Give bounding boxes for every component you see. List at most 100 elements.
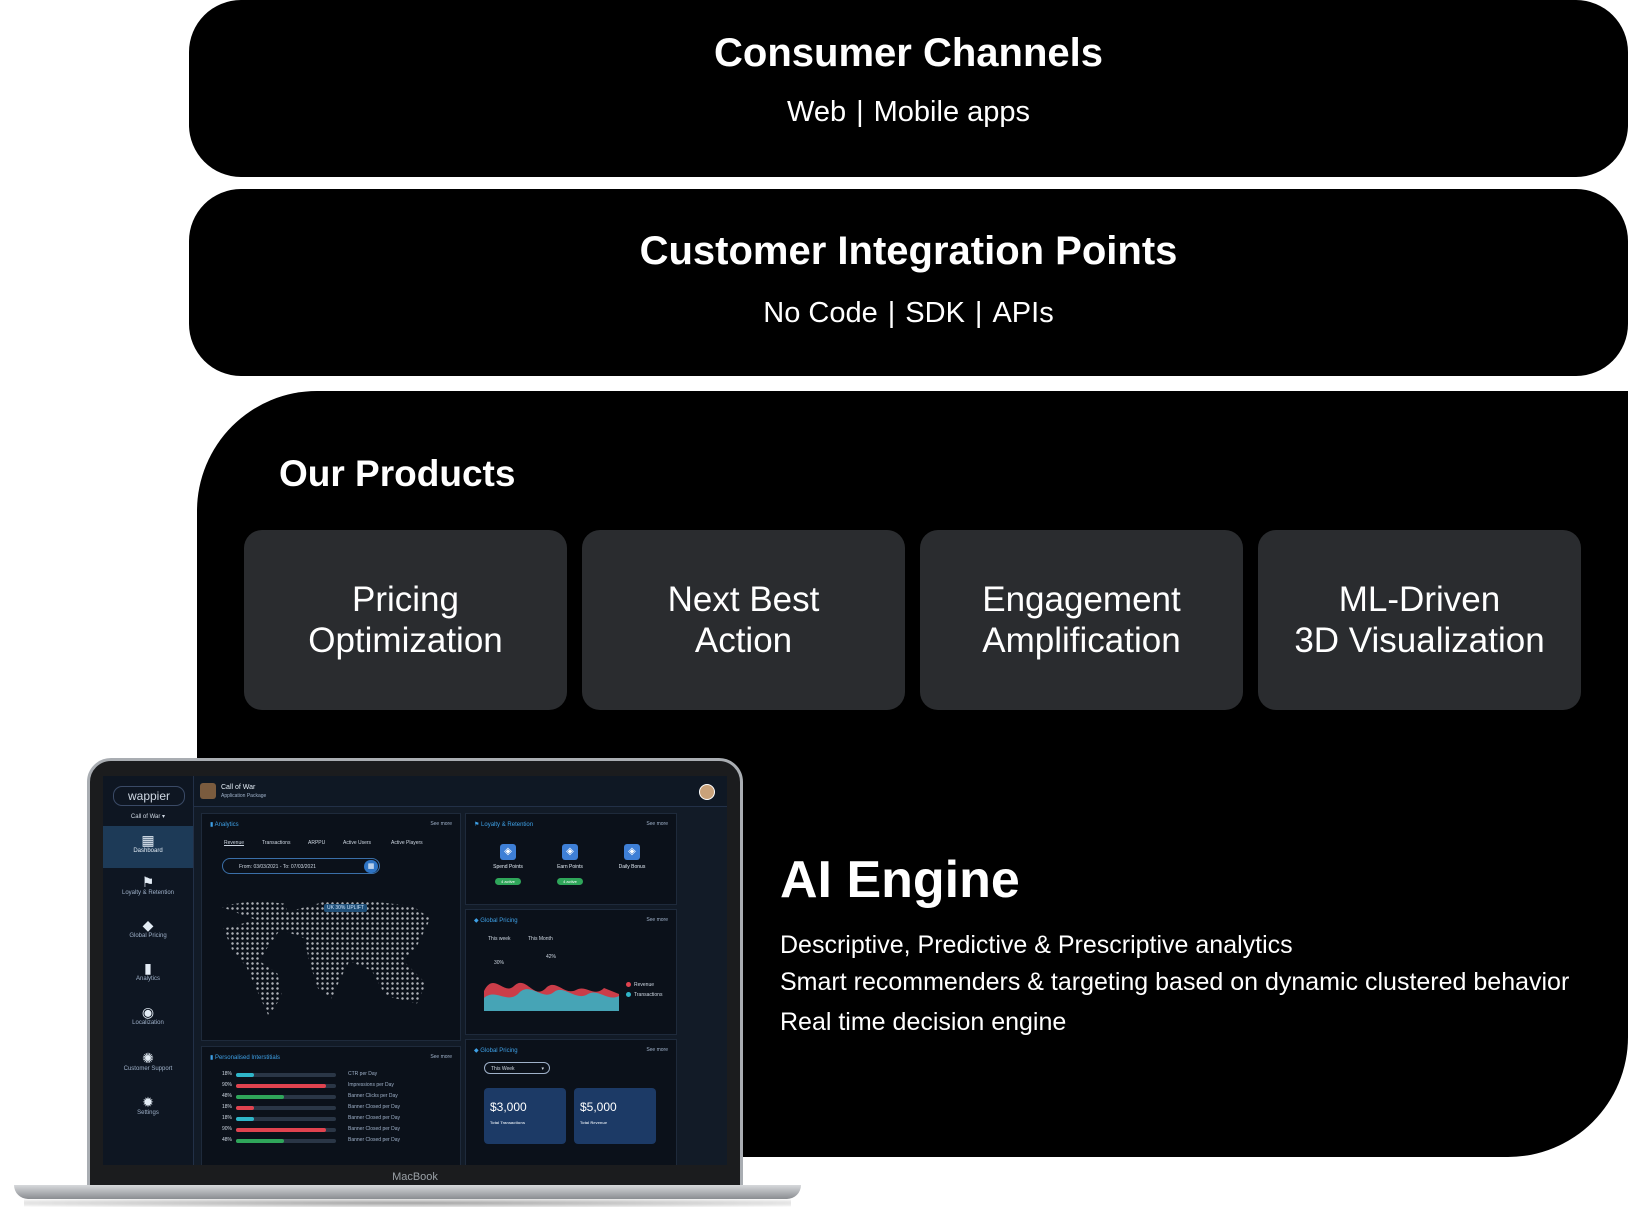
feature-label: Earn Points bbox=[557, 864, 583, 870]
see-more-link[interactable]: See more bbox=[646, 917, 668, 923]
bar-chart-icon: ▮ bbox=[210, 822, 215, 828]
interstitials-widget: ▮ Personalised Interstitials See more 18… bbox=[201, 1046, 461, 1165]
see-more-link[interactable]: See more bbox=[646, 1047, 668, 1053]
app-logo[interactable]: wappier bbox=[113, 786, 185, 806]
app-selector[interactable]: Call of War ▾ bbox=[113, 813, 183, 820]
consumer-channels-title: Consumer Channels bbox=[714, 31, 1103, 75]
legend-transactions: Transactions bbox=[626, 992, 662, 998]
map-badge: UK 30% UPLIFT bbox=[324, 904, 367, 912]
tag-icon: ◆ bbox=[474, 1048, 481, 1054]
bar-percent: 18% bbox=[222, 1104, 233, 1110]
flag-icon: ⚑ bbox=[474, 822, 482, 828]
see-more-link[interactable]: See more bbox=[430, 1054, 452, 1060]
tag-icon: ◆ bbox=[474, 918, 481, 924]
period-select[interactable]: This Week ▾ bbox=[484, 1062, 550, 1074]
products-title: Our Products bbox=[279, 453, 516, 494]
chart-label-42: 42% bbox=[546, 954, 557, 960]
period-select-value: This Week bbox=[491, 1066, 515, 1072]
tab-revenue[interactable]: Revenue bbox=[224, 840, 245, 846]
integration-no-code: No Code bbox=[763, 297, 878, 329]
date-range-input[interactable]: From: 03/03/2021 - To: 07/03/2021▦ bbox=[222, 858, 380, 874]
see-more-link[interactable]: See more bbox=[646, 821, 668, 827]
analytics-widget-title: ▮ Analytics bbox=[210, 821, 239, 828]
nav-item-label: Analytics bbox=[135, 976, 160, 982]
bar-track bbox=[236, 1128, 336, 1132]
nav-item-global-pricing[interactable]: ◆Global Pricing bbox=[103, 911, 193, 953]
feature-label: Spend Points bbox=[493, 864, 523, 870]
nav-item-label: Global Pricing bbox=[129, 933, 167, 939]
stat-value: $3,000 bbox=[490, 1100, 527, 1114]
status-badge: 4 active bbox=[557, 878, 583, 885]
consumer-channels-panel: Consumer Channels Web|Mobile apps bbox=[189, 0, 1628, 177]
tab-active-players[interactable]: Active Players bbox=[391, 840, 423, 846]
bar-percent: 48% bbox=[222, 1137, 233, 1143]
laptop-mockup: wappier Call of War ▾ ▦Dashboard ⚑Loyalt… bbox=[14, 758, 801, 1213]
bar-percent: 90% bbox=[222, 1082, 233, 1088]
bar-fill bbox=[236, 1084, 326, 1088]
nav-item-label: Loyalty & Retention bbox=[121, 890, 175, 896]
feature-earn-points[interactable]: ◈ Earn Points 4 active bbox=[540, 844, 600, 888]
legend-dot bbox=[626, 982, 631, 988]
product-card-line: Action bbox=[694, 621, 793, 660]
status-badge: 4 active bbox=[495, 878, 521, 885]
app-title: Call of War bbox=[221, 784, 256, 791]
legend-revenue: Revenue bbox=[626, 982, 654, 988]
nav-item-localization[interactable]: ◉Localization bbox=[103, 998, 193, 1040]
bar-track bbox=[236, 1106, 336, 1110]
product-card-line: Amplification bbox=[982, 621, 1181, 660]
nav-item-dashboard[interactable]: ▦Dashboard bbox=[103, 826, 193, 868]
bar-fill bbox=[236, 1073, 254, 1077]
app-subtitle: Application Package bbox=[221, 793, 267, 799]
nav-item-loyalty-retention[interactable]: ⚑Loyalty & Retention bbox=[103, 868, 193, 910]
tab-this-week[interactable]: This week bbox=[488, 936, 511, 942]
tab-transactions[interactable]: Transactions bbox=[262, 840, 291, 846]
legend-label: Transactions bbox=[634, 992, 663, 998]
bar-percent: 18% bbox=[222, 1115, 233, 1121]
stat-label: Total Transactions bbox=[490, 1120, 526, 1125]
table-row: 48%Banner Closed per Day bbox=[222, 1137, 432, 1146]
product-card-line: Pricing bbox=[352, 579, 459, 619]
channel-separator: | bbox=[856, 96, 864, 128]
product-card-line: Next Best bbox=[667, 579, 820, 619]
flag-icon: ⚑ bbox=[141, 874, 155, 890]
ai-engine-line-recommenders: Smart recommenders & targeting based on … bbox=[780, 968, 1570, 996]
pricing-totals-widget: ◆ Global Pricing See more This Week▾ $3,… bbox=[465, 1039, 677, 1165]
stat-label: Total Revenue bbox=[580, 1120, 608, 1125]
calendar-icon[interactable]: ▦ bbox=[364, 860, 378, 873]
tab-this-month[interactable]: This Month bbox=[528, 936, 553, 942]
nav-item-settings[interactable]: ✹Settings bbox=[103, 1088, 193, 1130]
tab-active-users[interactable]: Active Users bbox=[343, 840, 372, 846]
laptop-shadow bbox=[24, 1199, 791, 1207]
chevron-down-icon: ▾ bbox=[541, 1066, 544, 1072]
ai-engine-line-decision-engine: Real time decision engine bbox=[780, 1008, 1067, 1036]
area-chart bbox=[484, 982, 619, 1011]
nav-item-customer-support[interactable]: ✺Customer Support bbox=[103, 1044, 193, 1086]
consumer-channels-items: Web|Mobile apps bbox=[189, 96, 1628, 129]
nav-item-analytics[interactable]: ▮Analytics bbox=[103, 954, 193, 996]
pricing-chart-widget: ◆ Global Pricing See more This week This… bbox=[465, 909, 677, 1035]
bar-track bbox=[236, 1073, 336, 1077]
app-sidebar: wappier Call of War ▾ ▦Dashboard ⚑Loyalt… bbox=[103, 776, 194, 1165]
avatar[interactable] bbox=[699, 784, 715, 800]
integration-separator: | bbox=[887, 297, 896, 329]
bar-track bbox=[236, 1117, 336, 1121]
loyalty-title-text: Loyalty & Retention bbox=[481, 822, 534, 828]
bar-label: Banner Closed per Day bbox=[348, 1126, 400, 1132]
table-row: 90%Banner Closed per Day bbox=[222, 1126, 432, 1135]
hand-coin-icon: ◈ bbox=[562, 844, 578, 860]
interstitials-title: ▮ Personalised Interstitials bbox=[210, 1054, 280, 1061]
see-more-link[interactable]: See more bbox=[430, 821, 452, 827]
world-map bbox=[219, 901, 431, 1016]
bar-fill bbox=[236, 1106, 254, 1110]
nav-item-label: Localization bbox=[132, 1020, 164, 1026]
table-row: 90%Impressions per Day bbox=[222, 1082, 432, 1091]
analytics-title-text: Analytics bbox=[214, 822, 239, 828]
app-selector-label: Call of War bbox=[130, 814, 161, 820]
table-row: 18%Banner Closed per Day bbox=[222, 1115, 432, 1124]
tab-arppu[interactable]: ARPPU bbox=[308, 840, 326, 846]
feature-daily-bonus[interactable]: ◈Daily Bonus bbox=[602, 844, 662, 870]
